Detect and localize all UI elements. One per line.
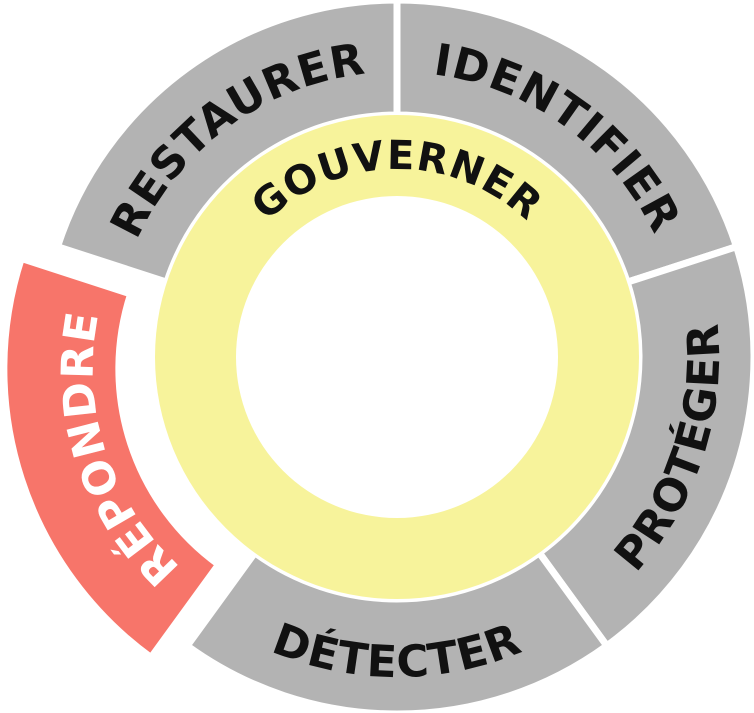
segment-repondre[interactable]: [0, 254, 224, 663]
govern-ring[interactable]: [155, 115, 639, 599]
